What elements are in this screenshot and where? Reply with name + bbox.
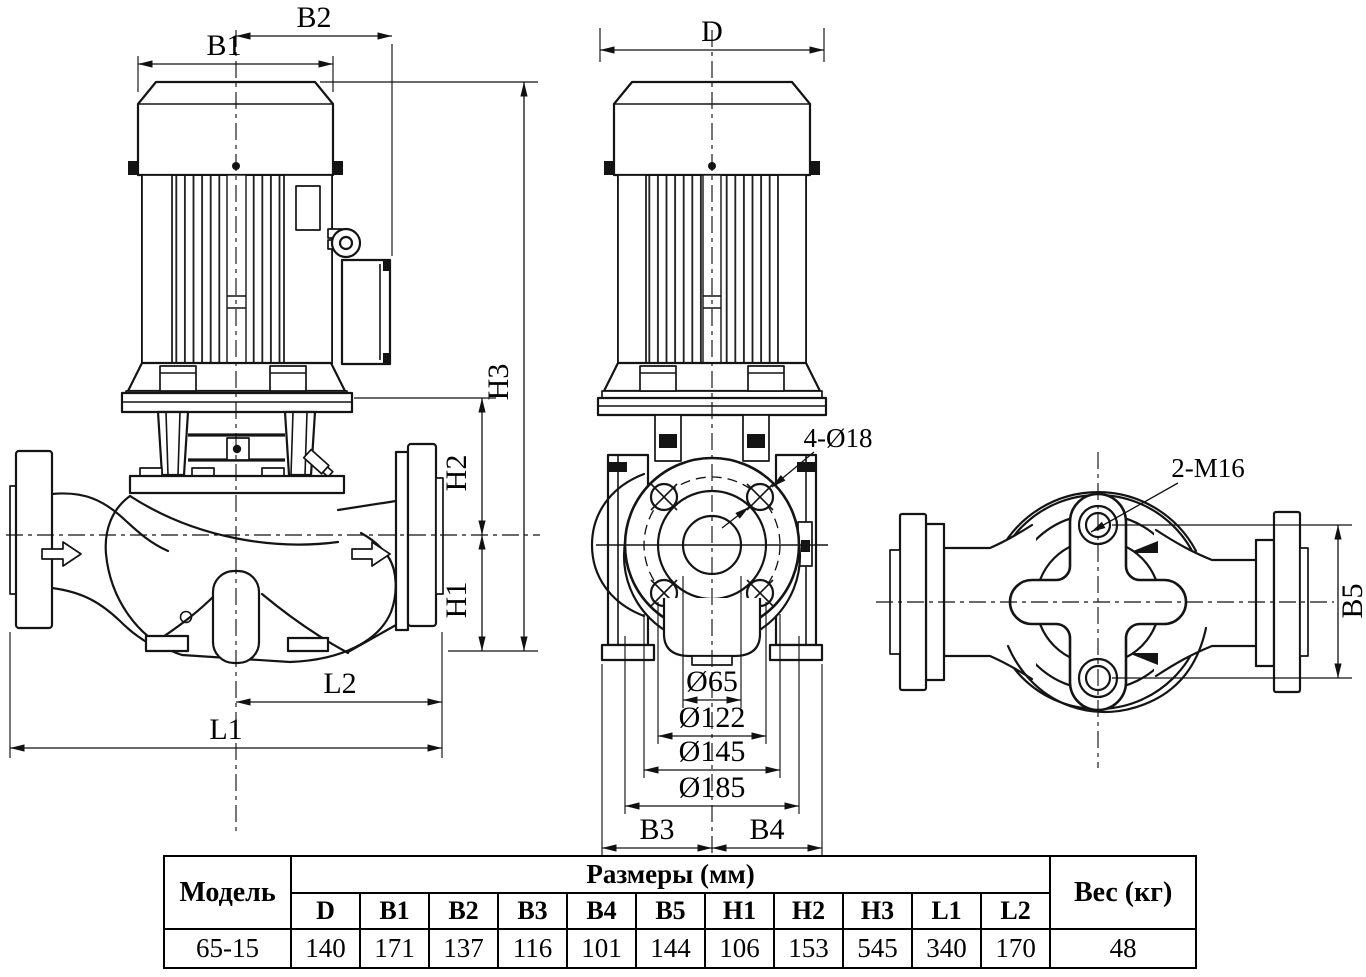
value-b2: 137	[428, 928, 499, 969]
value-b3: 116	[497, 928, 568, 969]
pump-volute	[50, 492, 398, 665]
dim-label-dia65: Ø65	[686, 665, 738, 698]
value-h2: 153	[773, 928, 844, 969]
top-view-suction-pipe	[889, 512, 1036, 692]
spec-table: Модель Размеры (мм) Вес (кг) D B1 B2 B3 …	[163, 855, 1198, 969]
dim-label-h3: H3	[482, 364, 515, 401]
discharge-flange	[394, 442, 444, 632]
dim-label-h2: H2	[440, 455, 473, 492]
dim-label-h1: H1	[440, 582, 473, 619]
top-view-dimensions: 2-M16 B5	[1090, 453, 1366, 679]
lifting-eye-icon	[327, 227, 362, 259]
drain-hole	[179, 610, 193, 624]
flow-direction-arrow-inlet	[41, 541, 82, 567]
dim-label-l1: L1	[209, 713, 242, 746]
value-h1: 106	[704, 928, 775, 969]
col-header-l1: L1	[911, 892, 982, 930]
bearing-boss	[211, 569, 261, 665]
front-view-motor	[125, 80, 348, 399]
col-header-b3: B3	[497, 892, 568, 930]
front-view	[6, 30, 540, 832]
value-l2: 170	[979, 928, 1052, 969]
value-b4: 101	[566, 928, 637, 969]
top-view-discharge-pipe	[1128, 510, 1309, 694]
dim-label-b1: B1	[206, 29, 241, 62]
dimension-header-row: D B1 B2 B3 B4 B5 H1 H2 H3 L1 L2	[164, 892, 1196, 930]
col-header-b5: B5	[635, 892, 706, 930]
volute-cutwater	[1006, 626, 1208, 714]
col-header-weight: Вес (кг)	[1049, 855, 1198, 930]
side-view	[590, 30, 828, 856]
value-l1: 340	[911, 928, 982, 969]
dim-label-l2: L2	[323, 667, 356, 700]
value-h3: 545	[842, 928, 913, 969]
col-header-model: Модель	[163, 855, 292, 930]
motor-stool	[120, 391, 354, 495]
dim-label-flange-holes: 4-Ø18	[804, 423, 873, 453]
pump-dimensional-drawing: B2 B1 H3 H2 H1 L2 L1	[6, 1, 1366, 856]
col-header-d: D	[290, 892, 361, 930]
value-b5: 144	[635, 928, 706, 969]
pump-foot	[286, 636, 330, 653]
dim-label-d: D	[701, 15, 723, 48]
dim-label-dia122: Ø122	[679, 701, 746, 734]
col-header-l2: L2	[979, 892, 1052, 930]
col-header-h3: H3	[842, 892, 913, 930]
dim-label-b5: B5	[1336, 583, 1366, 618]
front-view-dimensions: B2 B1 H3 H2 H1 L2 L1	[9, 1, 538, 758]
terminal-box	[340, 258, 392, 366]
dim-label-dia185: Ø185	[679, 771, 746, 804]
model-value: 65-15	[163, 928, 292, 969]
side-view-dimensions: D 4-Ø18 Ø65 Ø122 Ø145 Ø185 B3 B4	[599, 15, 873, 856]
value-d: 140	[290, 928, 361, 969]
dim-label-mounting-threads: 2-M16	[1171, 453, 1245, 483]
side-view-motor	[596, 80, 828, 462]
value-b1: 171	[359, 928, 430, 969]
drain-plug	[302, 448, 334, 478]
col-header-h1: H1	[704, 892, 775, 930]
dim-label-dia145: Ø145	[679, 735, 746, 768]
table-row: 65-15 140 171 137 116 101 144 106 153 54…	[163, 928, 1198, 969]
pump-foot	[144, 634, 190, 653]
dim-label-b3: B3	[639, 813, 674, 846]
col-header-h2: H2	[773, 892, 844, 930]
suction-flange	[9, 449, 54, 630]
dim-label-b2: B2	[296, 1, 331, 34]
weight-value: 48	[1049, 928, 1198, 969]
col-header-dimensions: Размеры (мм)	[289, 855, 1052, 894]
flow-direction-arrow-outlet	[351, 541, 391, 567]
top-view	[876, 452, 1334, 768]
col-header-b4: B4	[566, 892, 637, 930]
spec-table-container: Модель Размеры (мм) Вес (кг) D B1 B2 B3 …	[163, 855, 1198, 969]
col-header-b2: B2	[428, 892, 499, 930]
col-header-b1: B1	[359, 892, 430, 930]
dim-label-b4: B4	[749, 813, 784, 846]
